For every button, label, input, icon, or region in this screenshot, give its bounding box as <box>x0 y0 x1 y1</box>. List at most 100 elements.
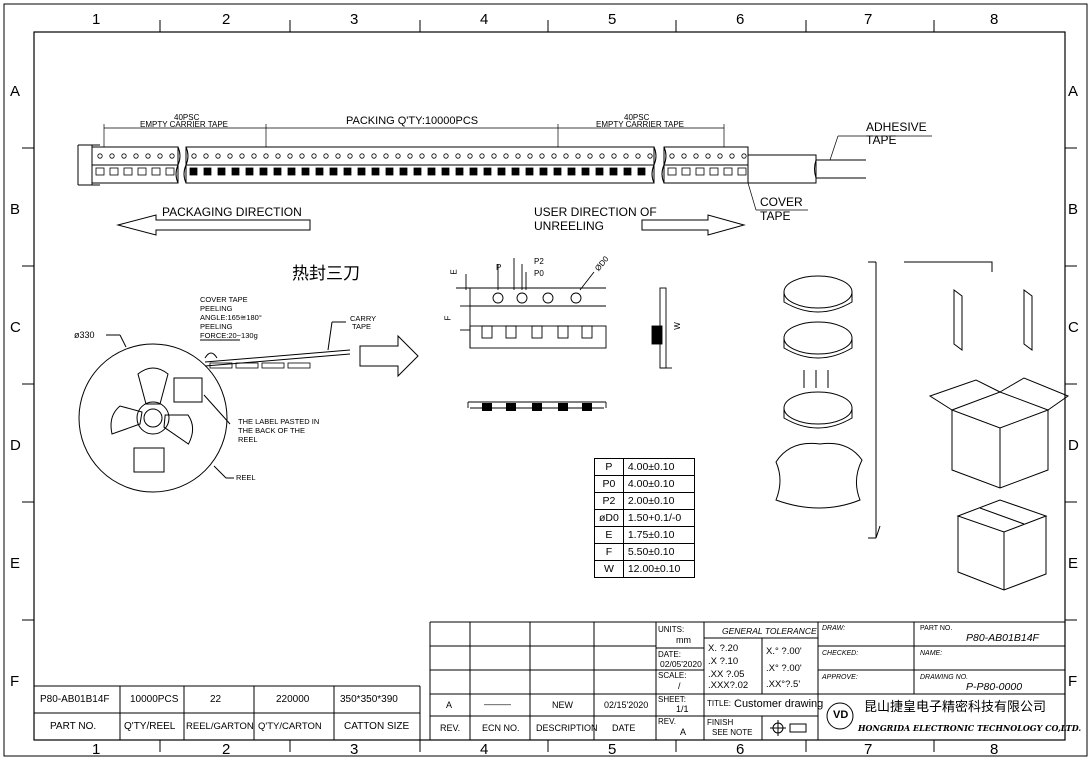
bom-header-carton-size: CATTON SIZE <box>344 721 410 732</box>
cover-tape-label-2: TAPE <box>760 209 791 223</box>
desc-header: DESCRIPTION <box>536 723 598 733</box>
reel-label: REEL <box>236 473 256 482</box>
dim-w: W <box>672 322 682 330</box>
part-no-value: P80-AB01B14F <box>966 632 1039 644</box>
packing-quantity-label: PACKING Q'TY:10000PCS <box>346 115 479 127</box>
approve-label: APPROVE: <box>822 674 858 681</box>
spec-key: øD0 <box>594 509 624 527</box>
spec-value: 1.50+0.1/-0 <box>622 509 695 527</box>
rev-header: REV. <box>440 723 461 733</box>
tolerance-4: .XXX?.02 <box>708 680 749 691</box>
tolerance-7: .XX°?.5' <box>766 679 801 690</box>
scale-label: SCALE: <box>658 671 687 680</box>
row-label-c: C <box>10 319 21 336</box>
label-note-1: THE LABEL PASTED IN <box>238 417 320 426</box>
spec-value: 5.50±0.10 <box>622 543 695 561</box>
col-label-8-bottom: 8 <box>990 741 999 758</box>
user-direction-label-2: UNREELING <box>534 219 605 233</box>
bom-carton-size: 350*350*390 <box>340 694 398 705</box>
col-label-2: 2 <box>222 11 231 28</box>
spec-value: 12.00±0.10 <box>622 560 695 578</box>
user-direction-label: USER DIRECTION OF <box>534 205 657 219</box>
col-label-7: 7 <box>864 11 873 28</box>
name-label: NAME: <box>920 650 943 657</box>
sheet-value: 1/1 <box>676 704 689 714</box>
tolerance-2: .X ?.10 <box>708 656 739 667</box>
row-label-e: E <box>10 555 21 572</box>
date-value-tb: 02/05'2020 <box>660 659 702 669</box>
spec-value: 1.75±0.10 <box>622 526 695 544</box>
company-name-en: HONGRIDA ELECTRONIC TECHNOLOGY CO,LTD. <box>858 723 1082 733</box>
part-no-label: PART NO. <box>920 625 953 632</box>
units-value: mm <box>676 635 691 645</box>
tape-detail-view <box>456 258 672 411</box>
carrier-tape-strip <box>77 144 866 186</box>
spec-key: P0 <box>594 475 624 493</box>
empty-left-count: 40PSC <box>174 113 200 122</box>
row-label-c-right: C <box>1068 319 1079 336</box>
bom-part-no: P80-AB01B14F <box>40 694 110 705</box>
checked-label: CHECKED: <box>822 650 859 657</box>
bom-header-part-no: PART NO. <box>50 721 97 732</box>
dim-p0: P0 <box>534 269 544 278</box>
sheet-label: SHEET: <box>658 695 687 704</box>
finish-note: SEE NOTE <box>712 728 753 737</box>
spec-key: P2 <box>594 492 624 510</box>
units-label: UNITS: <box>658 625 685 634</box>
date-label: DATE: <box>658 650 681 659</box>
ecn-value: ——— <box>484 699 511 709</box>
bottom-table-lines <box>34 621 1065 740</box>
col-label-3-bottom: 3 <box>350 741 359 758</box>
tolerance-title: GENERAL TOLERANCE <box>722 626 817 636</box>
empty-right-count: 40PSC <box>624 113 650 122</box>
title-value: Customer drawing <box>734 698 824 710</box>
col-label-5: 5 <box>608 11 617 28</box>
direction-arrows <box>116 214 746 236</box>
empty-right-label: EMPTY CARRIER TAPE <box>596 120 685 129</box>
row-label-b: B <box>10 201 21 218</box>
row-ticks <box>22 147 1077 621</box>
carry-tape-label: CARRY <box>350 314 377 323</box>
dim-p: P <box>496 263 502 272</box>
peel-line-1: COVER TAPE <box>200 295 248 304</box>
reel-diameter: ø330 <box>74 330 95 340</box>
column-ticks <box>159 20 935 752</box>
bom-reel-carton: 22 <box>210 694 222 705</box>
sprocket-holes <box>97 153 747 159</box>
empty-left-label: EMPTY CARRIER TAPE <box>140 120 229 129</box>
row-label-f-right: F <box>1068 673 1078 690</box>
spec-value: 4.00±0.10 <box>622 458 695 476</box>
rev-value: A <box>446 700 453 710</box>
label-note-3: REEL <box>238 435 258 444</box>
spec-key: P <box>594 458 624 476</box>
rev-value-tb: A <box>680 727 687 737</box>
tolerance-1: X. ?.20 <box>708 643 739 654</box>
col-label-4: 4 <box>480 11 489 28</box>
spec-value: 2.00±0.10 <box>622 492 695 510</box>
drawing-no-label: DRAWING NO. <box>920 674 969 681</box>
row-label-f: F <box>10 673 20 690</box>
date-header: DATE <box>612 723 636 733</box>
spec-key: W <box>594 560 624 578</box>
row-label-e-right: E <box>1068 555 1079 572</box>
row-label-a-right: A <box>1068 83 1079 100</box>
drawing-no-value: P-P80-0000 <box>966 681 1023 693</box>
row-label-d: D <box>10 437 21 454</box>
ecn-header: ECN NO. <box>482 723 520 733</box>
col-label-5-bottom: 5 <box>608 741 617 758</box>
bom-header-qty-carton: Q'TY/CARTON <box>258 721 322 732</box>
reel-stack-illustration <box>775 261 1070 591</box>
company-name-cn: 昆山捷皇电子精密科技有限公司 <box>864 700 1047 715</box>
tolerance-5: X.° ?.00' <box>766 646 802 657</box>
carry-tape-label-2: TAPE <box>352 322 372 331</box>
strip-dimension-lines <box>103 124 932 211</box>
draw-label: DRAW: <box>822 625 846 632</box>
cover-tape-label: COVER <box>760 195 803 209</box>
heat-seal-label: 热封三刀 <box>292 264 360 284</box>
